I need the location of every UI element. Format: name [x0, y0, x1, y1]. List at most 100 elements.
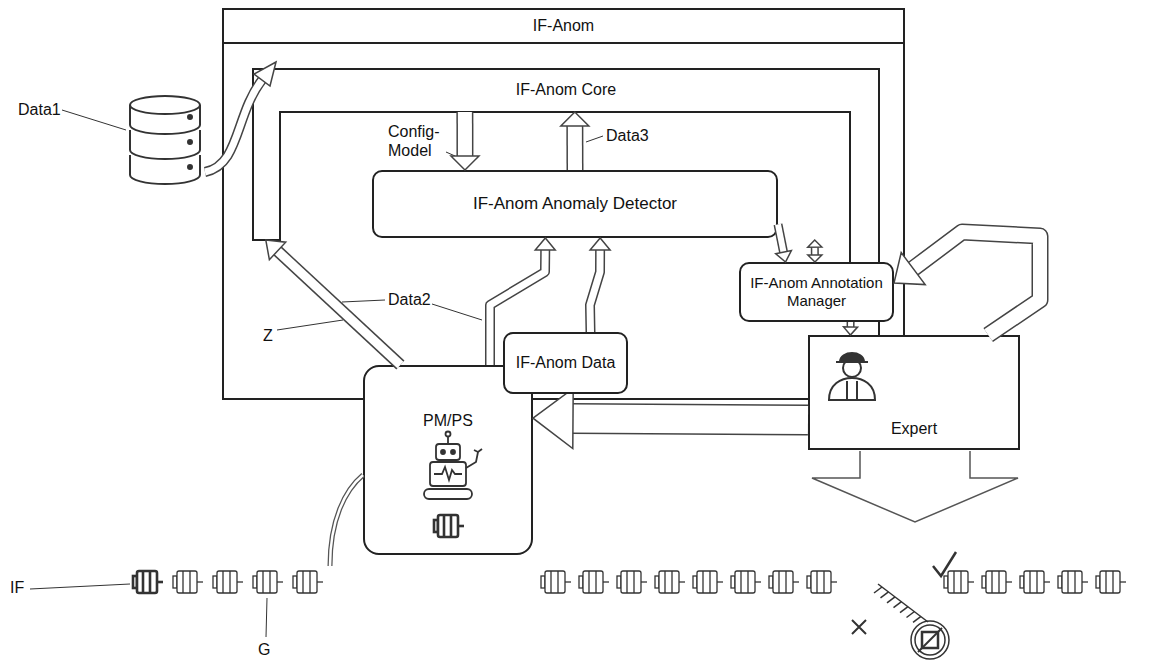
reject-slash [918, 628, 942, 652]
motor-icon [173, 571, 203, 593]
arrow-outline [590, 249, 600, 332]
callout-label: Z [263, 326, 273, 345]
motor-fin [557, 571, 558, 593]
component-box: IF-Anom Annotation Manager [739, 262, 894, 322]
motor-icon [617, 571, 647, 593]
arrow-outline [778, 224, 784, 253]
leader-line [586, 136, 603, 142]
motor-fin [747, 571, 748, 593]
block-arrow [266, 240, 401, 365]
motor-body [257, 571, 277, 593]
motor-shaft [237, 581, 243, 582]
block-arrow [561, 112, 589, 170]
cross-mark [852, 620, 866, 634]
node-label: IF-Anom Core [516, 80, 616, 99]
gate-hatch [874, 587, 921, 622]
motor-fin [443, 515, 446, 537]
motor-fin [709, 571, 710, 593]
motor-shaft [317, 581, 323, 582]
motor-icon [579, 571, 609, 593]
reject-gate [852, 552, 956, 659]
motor-shaft [793, 581, 799, 582]
block-arrow [808, 240, 822, 262]
motor-fin [998, 571, 999, 593]
motor-fin [182, 571, 183, 593]
db-top [130, 96, 200, 114]
arrow-head [254, 62, 276, 86]
arrow-fill [912, 232, 1040, 335]
block-arrow [533, 388, 808, 448]
hatch-stroke [874, 587, 882, 593]
motor-shaft [157, 581, 163, 584]
motor-body [659, 571, 679, 593]
arrow-fill [590, 249, 600, 332]
robot-pulse [434, 467, 462, 480]
robot-icon [424, 432, 482, 500]
motor-body [137, 571, 157, 593]
arrow-outline [912, 232, 1040, 335]
arrow-fill [458, 112, 472, 157]
arrow-outline [572, 418, 808, 420]
motor-shaft [831, 581, 837, 582]
motor-icon [655, 571, 685, 593]
motor-fin [1112, 571, 1113, 593]
hatch-stroke [913, 616, 921, 622]
leader-line [342, 300, 385, 302]
callout-label: G [258, 640, 270, 659]
motor-fin [1105, 571, 1106, 593]
arrow-head [451, 156, 479, 170]
leader-line [266, 598, 267, 637]
decision-arrow [812, 451, 1018, 522]
motor-fin [450, 515, 453, 537]
motor-shaft [1006, 581, 1012, 582]
arrow-outline [456, 112, 473, 157]
component-box: IF-Anom Data [503, 332, 628, 394]
motor-fin [960, 571, 961, 593]
conveyor-motors [133, 515, 1126, 593]
motor-body [811, 571, 831, 593]
leader-line [62, 110, 126, 130]
motor-icon [1020, 571, 1050, 593]
motor-icon [982, 571, 1012, 593]
robot-arm [466, 449, 482, 468]
node-label: IF-Anom Data [516, 353, 616, 372]
arrow-outline [277, 250, 401, 365]
motor-body [217, 571, 237, 593]
node-label: IF-Anom Annotation Manager [745, 274, 888, 310]
motor-body [545, 571, 565, 593]
block-arrow [894, 232, 1040, 335]
arrow-fill [490, 249, 545, 365]
motor-fin [991, 571, 992, 593]
block-arrow [844, 322, 858, 335]
motor-fin [671, 571, 672, 593]
motor-fin [229, 571, 230, 593]
callout-label: Config- Model [388, 122, 446, 160]
robot-body [430, 462, 466, 486]
hatch-stroke [894, 602, 902, 608]
motor-shaft [679, 581, 685, 582]
motor-fin [142, 571, 145, 593]
arrow-outline [566, 125, 583, 170]
arrow-head [844, 327, 858, 335]
component-box: IF-Anom Anomaly Detector [372, 170, 778, 238]
robot-head [436, 444, 460, 460]
block-arrow [451, 112, 479, 170]
db-dot [188, 165, 192, 169]
gate-bar [878, 584, 928, 622]
antenna-tip [446, 432, 451, 437]
sensor-line [330, 475, 363, 566]
motor-shaft [755, 581, 761, 582]
motor-icon [253, 571, 283, 593]
arrow-fill [277, 250, 401, 365]
wave-line [330, 475, 363, 566]
motor-shaft [1044, 581, 1050, 582]
arrow-fill [572, 418, 808, 420]
component-box: IF-AnomIF-Anom CoreIF-Anom Anomaly Detec… [222, 8, 905, 400]
hard-hat [840, 353, 864, 362]
motor-body [1100, 571, 1120, 593]
arrow-head [808, 240, 822, 247]
motor-fin [309, 571, 310, 593]
motor-fin [778, 571, 779, 593]
shoulders [829, 378, 875, 400]
hatch-stroke [907, 612, 915, 618]
